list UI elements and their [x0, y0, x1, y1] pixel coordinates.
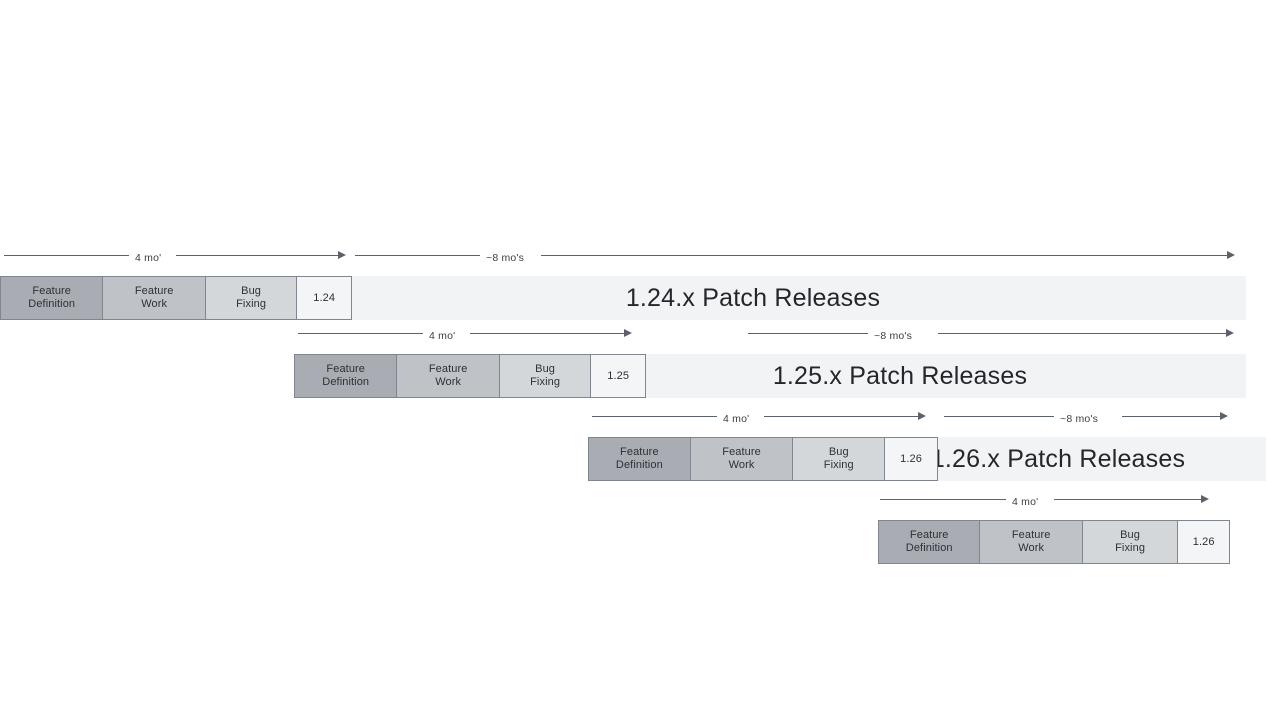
phase-bug-fixing[interactable]: Bug Fixing: [499, 355, 592, 397]
phase-label-line1: Feature: [722, 446, 761, 458]
phase-label-line1: Bug: [828, 446, 849, 458]
version-marker-1-26-next[interactable]: 1.26: [1178, 521, 1229, 563]
dev-duration-measure-1-24: 4 mo': [4, 246, 349, 266]
phase-label-line1: Feature: [134, 285, 174, 297]
phase-bar-1-24: Feature Definition Feature Work Bug Fixi…: [0, 276, 352, 320]
dev-duration-label: 4 mo': [1012, 496, 1039, 508]
patch-release-label: 1.25.x Patch Releases: [772, 361, 1028, 390]
version-marker-1-26[interactable]: 1.26: [885, 438, 937, 480]
arrow-head-icon: [624, 329, 632, 337]
dev-duration-measure-1-26: 4 mo': [592, 407, 937, 427]
dev-duration-measure-1-26-next: 4 mo': [880, 490, 1220, 510]
arrow-head-icon: [1201, 495, 1209, 503]
phase-label-line2: Fixing: [823, 459, 854, 471]
phase-label-line2: Definition: [615, 459, 663, 471]
dev-duration-label: 4 mo': [429, 330, 456, 342]
patch-release-label: 1.24.x Patch Releases: [625, 283, 881, 312]
phase-bug-fixing[interactable]: Bug Fixing: [1082, 521, 1179, 563]
patch-duration-label: ~8 mo's: [486, 252, 525, 264]
release-row-1-26-next: 4 mo' Feature Definition Feature Work Bu…: [0, 490, 1280, 564]
patch-duration-measure-1-24: ~8 mo's: [355, 246, 1240, 266]
phase-feature-definition[interactable]: Feature Definition: [1, 277, 104, 319]
phase-label-line2: Definition: [28, 298, 76, 310]
phase-bar-1-26: Feature Definition Feature Work Bug Fixi…: [588, 437, 938, 481]
arrow-head-icon: [1226, 329, 1234, 337]
phase-feature-definition[interactable]: Feature Definition: [589, 438, 691, 480]
measure-line-left: [298, 333, 423, 334]
version-label: 1.26: [900, 452, 922, 465]
patch-release-label: 1.26.x Patch Releases: [930, 444, 1186, 473]
phase-label-line2: Definition: [322, 376, 370, 388]
measure-line-right: [541, 255, 1228, 256]
phase-label-line1: Feature: [620, 446, 659, 458]
phase-label-line2: Definition: [905, 542, 953, 554]
version-label: 1.24: [313, 291, 336, 304]
measure-line-right: [176, 255, 341, 256]
phase-label-line2: Fixing: [236, 298, 267, 310]
release-row-1-25: 4 mo' ~8 mo's 1.25.x Patch Releases Feat…: [0, 324, 1280, 398]
phase-feature-work[interactable]: Feature Work: [103, 277, 206, 319]
release-row-1-26: 4 mo' ~8 mo's 1.26.x Patch Releases Feat…: [0, 407, 1280, 481]
phase-label-line2: Work: [1018, 542, 1045, 554]
arrow-head-icon: [338, 251, 346, 259]
measure-line-left: [748, 333, 868, 334]
version-marker-1-25[interactable]: 1.25: [591, 355, 646, 397]
phase-label-line1: Bug: [1120, 529, 1140, 541]
measure-line-right: [1122, 416, 1222, 417]
phase-label-line1: Bug: [535, 363, 556, 375]
phase-bar-1-26-next: Feature Definition Feature Work Bug Fixi…: [878, 520, 1230, 564]
arrow-head-icon: [1227, 251, 1235, 259]
release-row-1-24: 4 mo' ~8 mo's 1.24.x Patch Releases Feat…: [0, 246, 1280, 320]
version-marker-1-24[interactable]: 1.24: [297, 277, 352, 319]
phase-label-line2: Work: [435, 376, 462, 388]
phase-feature-definition[interactable]: Feature Definition: [879, 521, 981, 563]
arrow-head-icon: [918, 412, 926, 420]
version-label: 1.26: [1192, 535, 1215, 548]
dev-duration-measure-1-25: 4 mo': [298, 324, 643, 344]
patch-duration-measure-1-26: ~8 mo's: [944, 407, 1240, 427]
measure-line-right: [470, 333, 627, 334]
phase-label-line1: Feature: [428, 363, 468, 375]
phase-feature-definition[interactable]: Feature Definition: [295, 355, 398, 397]
dev-duration-label: 4 mo': [135, 252, 162, 264]
patch-duration-label: ~8 mo's: [874, 330, 913, 342]
measure-line-right: [1054, 499, 1204, 500]
phase-bar-1-25: Feature Definition Feature Work Bug Fixi…: [294, 354, 646, 398]
version-label: 1.25: [607, 369, 630, 382]
phase-label-line1: Bug: [241, 285, 262, 297]
phase-feature-work[interactable]: Feature Work: [397, 355, 500, 397]
phase-label-line1: Feature: [32, 285, 72, 297]
phase-label-line2: Fixing: [1115, 542, 1146, 554]
measure-line-left: [944, 416, 1054, 417]
measure-line-left: [355, 255, 480, 256]
measure-line-left: [880, 499, 1006, 500]
measure-line-left: [592, 416, 717, 417]
dev-duration-label: 4 mo': [723, 413, 750, 425]
phase-label-line2: Fixing: [530, 376, 561, 388]
patch-duration-label: ~8 mo's: [1060, 413, 1099, 425]
phase-label-line1: Feature: [1011, 529, 1051, 541]
phase-label-line1: Feature: [909, 529, 949, 541]
phase-bug-fixing[interactable]: Bug Fixing: [205, 277, 298, 319]
phase-label-line2: Work: [141, 298, 168, 310]
measure-line-right: [938, 333, 1228, 334]
phase-label-line2: Work: [728, 459, 755, 471]
phase-feature-work[interactable]: Feature Work: [690, 438, 794, 480]
phase-bug-fixing[interactable]: Bug Fixing: [793, 438, 886, 480]
patch-duration-measure-1-25: ~8 mo's: [748, 324, 1238, 344]
measure-line-left: [4, 255, 129, 256]
phase-feature-work[interactable]: Feature Work: [980, 521, 1083, 563]
phase-label-line1: Feature: [326, 363, 366, 375]
arrow-head-icon: [1220, 412, 1228, 420]
measure-line-right: [764, 416, 921, 417]
